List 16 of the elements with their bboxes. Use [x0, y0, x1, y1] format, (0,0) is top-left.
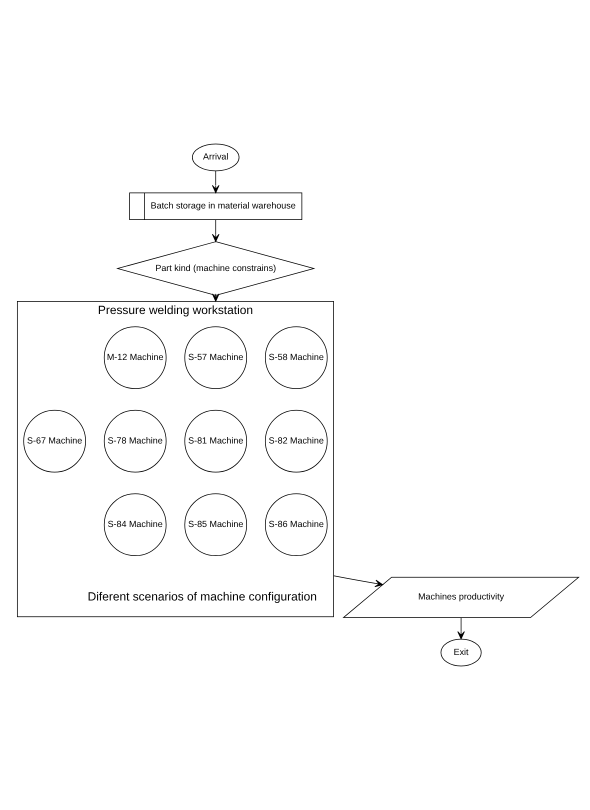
node-circle: M-12 Machine: [104, 326, 166, 389]
node-circle: S-58 Machine: [264, 326, 328, 389]
arrow: [333, 575, 384, 588]
node-ellipse: Arrival: [192, 144, 240, 172]
arrow: [212, 170, 220, 194]
arrow: [457, 617, 465, 640]
node-circle: S-86 Machine: [264, 493, 328, 556]
node-circle: S-81 Machine: [184, 410, 248, 472]
node-circle: S-85 Machine: [184, 493, 248, 556]
node-ellipse: Exit: [440, 638, 482, 666]
node-circle: S-57 Machine: [184, 326, 248, 389]
node-circle: S-78 Machine: [104, 410, 166, 472]
arrow: [212, 220, 220, 242]
node-circle: S-84 Machine: [104, 493, 166, 556]
node-circle: S-82 Machine: [264, 410, 328, 472]
node-circle: S-67 Machine: [23, 410, 86, 472]
